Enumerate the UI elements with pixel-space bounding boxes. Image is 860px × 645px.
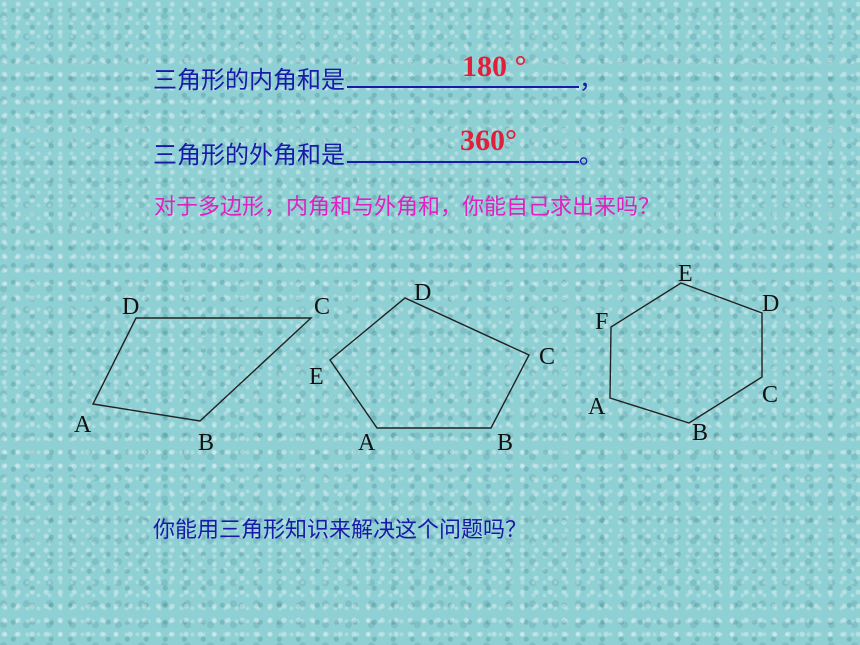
exterior-angle-punct: 。 <box>579 141 603 169</box>
hexagon-shape <box>609 282 763 424</box>
hex-label-d: D <box>762 291 779 317</box>
exterior-angle-blank <box>347 137 579 163</box>
interior-angle-answer: 180 ° <box>462 50 527 83</box>
hex-label-a: A <box>588 394 606 420</box>
quadrilateral-shape <box>91 317 313 422</box>
exterior-angle-answer: 360° <box>460 124 517 157</box>
pentagon-figure: A B C D E <box>309 280 555 456</box>
quad-label-a: A <box>74 412 92 438</box>
quad-label-d: D <box>122 294 139 320</box>
interior-angle-punct: ， <box>579 66 603 94</box>
quadrilateral-figure: A B C D <box>74 294 330 456</box>
hexagon-figure: A B C D E F <box>588 261 779 446</box>
hex-label-c: C <box>762 382 778 408</box>
quad-label-c: C <box>314 294 330 320</box>
interior-angle-line: 三角形的内角和是 ， <box>153 60 603 95</box>
polygon-question: 对于多边形，内角和与外角和，你能自己求出来吗？ <box>154 195 661 220</box>
hex-label-e: E <box>678 261 693 287</box>
exterior-angle-text: 三角形的外角和是 <box>153 141 345 169</box>
pent-label-c: C <box>539 344 555 370</box>
interior-angle-text: 三角形的内角和是 <box>153 66 345 94</box>
pentagon-shape <box>329 297 530 429</box>
hex-label-f: F <box>595 309 608 335</box>
hex-label-b: B <box>692 420 708 446</box>
interior-angle-blank <box>347 62 579 88</box>
pent-label-a: A <box>358 430 376 456</box>
quad-label-b: B <box>198 430 214 456</box>
exterior-angle-line: 三角形的外角和是 。 <box>153 135 603 170</box>
pent-label-b: B <box>497 430 513 456</box>
closing-question: 你能用三角形知识来解决这个问题吗？ <box>153 518 528 543</box>
pent-label-e: E <box>309 364 324 390</box>
pent-label-d: D <box>414 280 431 306</box>
